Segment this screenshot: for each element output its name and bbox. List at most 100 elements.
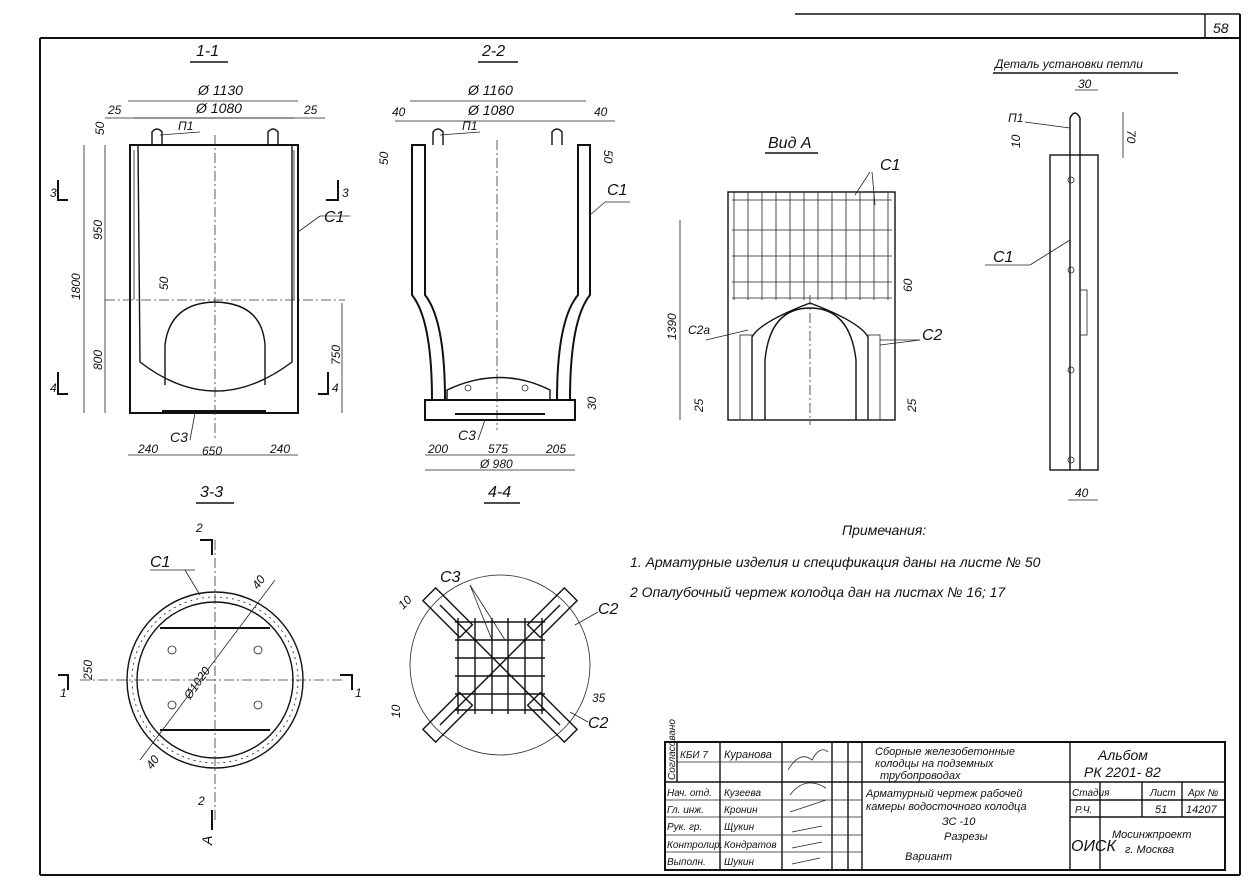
callout-c3: С3 — [440, 569, 461, 586]
callout-c2a: С2а — [688, 323, 710, 337]
dim-label: 10 — [1009, 134, 1023, 148]
cut-mark: 1 — [60, 686, 67, 700]
dim-label: 950 — [91, 220, 105, 240]
callout-c1: С1 — [993, 249, 1013, 266]
series-title: трубопроводах — [880, 770, 961, 782]
dim-label: 40 — [392, 105, 406, 119]
role-label: Контролир. — [667, 840, 723, 851]
section-3-3: 3-3 Ø1020 С1 2 2 А 1 1 250 40 40 — [58, 484, 362, 846]
cut-mark: 4 — [332, 381, 339, 395]
callout-c1: С1 — [607, 182, 627, 199]
sheet-value: 51 — [1155, 804, 1167, 816]
notes-title: Примечания: — [842, 522, 926, 538]
callout-c2: С2 — [922, 327, 943, 344]
signer-name: Куранова — [724, 749, 772, 761]
dim-label: 25 — [905, 398, 919, 413]
callout-c2: С2 — [588, 715, 609, 732]
signatures — [787, 749, 829, 865]
cut-mark: 1 — [355, 686, 362, 700]
section-title: 2-2 — [481, 43, 505, 60]
dim-label: 50 — [377, 151, 391, 165]
dim-label: 205 — [545, 442, 566, 456]
dim-label: 30 — [585, 396, 599, 410]
sheet-header: Лист — [1149, 788, 1176, 799]
dim-label: 60 — [901, 278, 915, 292]
org-name: Мосинжпроект — [1112, 829, 1191, 841]
cut-mark: 2 — [195, 521, 203, 535]
dim-label: 240 — [137, 442, 158, 456]
role-label: Нач. отд. — [667, 788, 712, 799]
callout-c3: С3 — [170, 429, 188, 445]
dim-label: 40 — [249, 572, 268, 591]
cut-mark: 4 — [50, 381, 57, 395]
section-2-2: 2-2 Ø 1160 Ø 1080 40 40 50 50 С1 П1 С3 3… — [377, 43, 630, 471]
note-item: 1. Арматурные изделия и спецификация дан… — [630, 554, 1041, 570]
org-city: г. Москва — [1125, 844, 1174, 856]
sheet-number: 58 — [1213, 20, 1229, 36]
dim-label: 40 — [143, 752, 162, 771]
signer-name: Кронин — [724, 805, 758, 816]
dept-label: ОИСК — [1071, 838, 1117, 855]
note-item: 2 Опалубочный чертеж колодца дан на лист… — [629, 584, 1006, 600]
signer-name: Шукин — [724, 857, 754, 868]
sheet-title: Вариант — [905, 851, 952, 863]
dim-label: 10 — [389, 704, 403, 718]
arch-value: 14207 — [1186, 804, 1217, 816]
signer-name: Щукин — [724, 822, 755, 833]
approved-label: Согласовано — [667, 719, 678, 780]
dim-label: Ø 980 — [479, 457, 513, 471]
section-4-4: 4-4 С3 С2 С2 10 10 35 — [389, 484, 619, 756]
callout-c1: С1 — [324, 209, 344, 226]
callout-c3: С3 — [458, 427, 476, 443]
detail-title: Деталь установки петли — [993, 57, 1143, 71]
dim-label: 40 — [1075, 486, 1089, 500]
sheet-title: Разрезы — [944, 831, 988, 843]
section-1-1: 1-1 Ø 1130 Ø 1080 25 25 50 1800 950 800 … — [50, 43, 350, 458]
stage-value: Р.Ч. — [1075, 805, 1092, 816]
dim-label: 800 — [91, 350, 105, 370]
section-title: 3-3 — [200, 484, 223, 501]
dim-label: 50 — [601, 150, 615, 164]
loop-detail: Деталь установки петли 30 П1 10 70 С1 40 — [985, 57, 1178, 501]
cut-mark: 2 — [197, 794, 205, 808]
signer-name: Кондратов — [724, 840, 777, 851]
series-title: Сборные железобетонные — [875, 746, 1015, 758]
role-label: Рук. гр. — [667, 822, 702, 833]
section-title: 4-4 — [488, 484, 511, 501]
dim-label: 40 — [594, 105, 608, 119]
dim-label: Ø 1080 — [467, 102, 514, 118]
view-a-mark: А — [199, 836, 215, 846]
dim-label: 50 — [93, 121, 107, 135]
dim-label: 1390 — [665, 313, 679, 340]
notes: Примечания: 1. Арматурные изделия и спец… — [629, 522, 1041, 600]
stage-header: Стадия — [1072, 788, 1110, 799]
dim-label: 25 — [303, 103, 318, 117]
dim-label: 240 — [269, 442, 290, 456]
sheet-title: ЗС -10 — [942, 816, 976, 828]
title-block: Согласовано КБИ 7 Куранова Нач. отд. Куз… — [664, 719, 1226, 871]
callout-p1: П1 — [1008, 111, 1023, 125]
dim-label: 250 — [81, 660, 95, 681]
dim-label: 750 — [329, 345, 343, 365]
kbi-label: КБИ 7 — [680, 750, 708, 761]
role-label: Выполн. — [667, 857, 706, 868]
callout-c1: С1 — [150, 554, 170, 571]
dim-label: 50 — [157, 276, 171, 290]
dim-label: Ø 1080 — [195, 100, 242, 116]
callout-p1: П1 — [462, 119, 477, 133]
cut-mark: 3 — [50, 186, 57, 200]
album-label: Альбом — [1097, 747, 1148, 763]
dim-label: Ø1020 — [180, 664, 213, 703]
dim-label: 70 — [1124, 130, 1138, 144]
dim-label: Ø 1160 — [467, 82, 513, 98]
album-code: РК 2201- 82 — [1084, 764, 1161, 780]
dim-label: 35 — [592, 691, 606, 705]
view-title: Вид А — [768, 135, 812, 152]
signer-name: Кузеева — [724, 788, 761, 799]
sheet-frame: 58 — [39, 13, 1241, 876]
callout-p1: П1 — [178, 119, 193, 133]
dim-label: 10 — [395, 593, 415, 613]
dim-label: 650 — [202, 444, 222, 458]
sheet-title: камеры водосточного колодца — [866, 801, 1027, 813]
